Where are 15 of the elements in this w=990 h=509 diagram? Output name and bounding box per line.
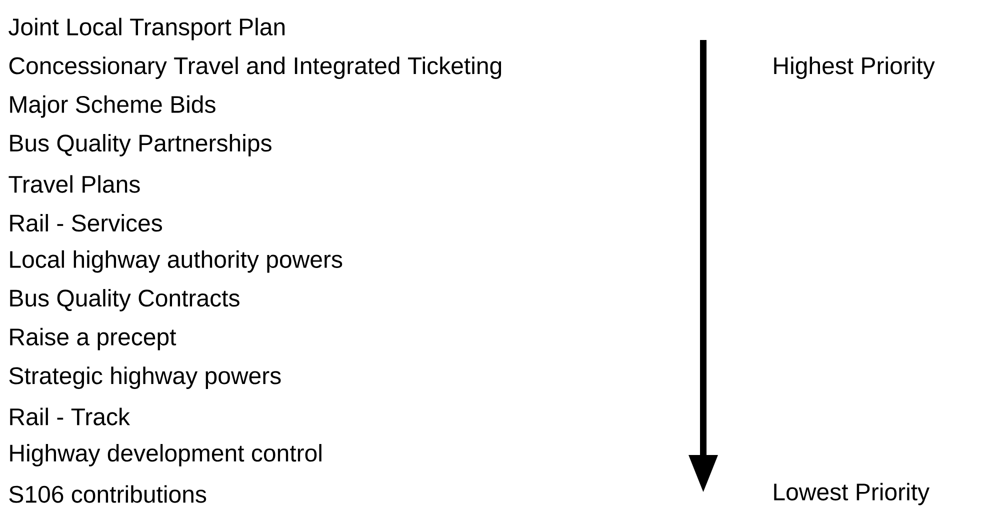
list-item: Rail - Track <box>10 408 130 426</box>
list-item: Bus Quality Partnerships <box>10 134 272 156</box>
list-item: Concessionary Travel and Integrated Ticketing <box>9 56 502 79</box>
list-item: Highway development control <box>10 444 322 466</box>
list-item: Raise a precept <box>10 328 176 350</box>
list-item: Major Scheme Bids <box>10 95 216 118</box>
list-item: Local highway authority powers <box>10 250 342 273</box>
list-item: Joint Local Transport Plan <box>8 18 285 40</box>
priority-label: Highest Priority <box>774 56 935 79</box>
list-item: S106 contributions <box>9 485 206 503</box>
list-item: Bus Quality Contracts <box>10 289 240 312</box>
list-item: Strategic highway powers <box>9 366 281 389</box>
list-item: Travel Plans <box>8 175 140 193</box>
priority-label: Lowest Priority <box>774 482 930 506</box>
list-item: Rail - Services <box>10 214 162 232</box>
